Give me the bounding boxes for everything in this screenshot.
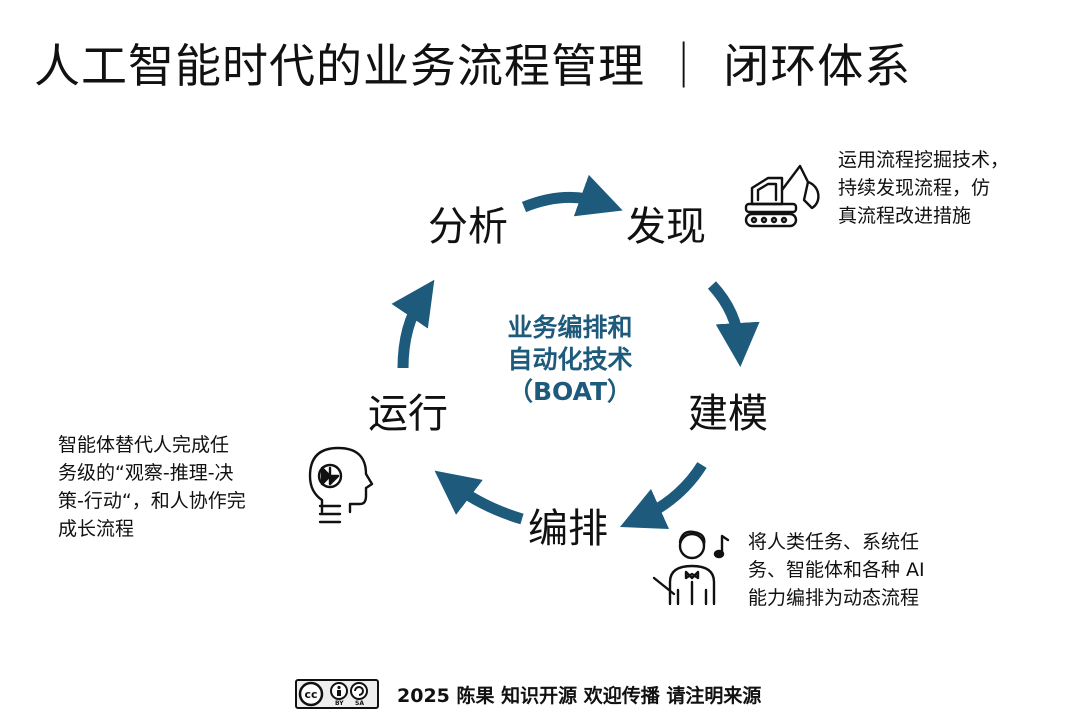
- footer-text: 2025 陈果 知识开源 欢迎传播 请注明来源: [397, 684, 762, 707]
- ai-head-icon: [308, 446, 374, 524]
- arrow-run-to-analyze: [391, 279, 435, 369]
- arrow-model-to-orchestrate: [619, 462, 707, 530]
- orchestrate-description: 将人类任务、系统任 务、智能体和各种 AI 能力编排为动态流程: [748, 531, 925, 609]
- page-title: 人工智能时代的业务流程管理 ｜ 闭环体系: [34, 39, 912, 93]
- center-line-3: （BOAT）: [507, 377, 633, 406]
- center-line-2: 自动化技术: [507, 345, 633, 374]
- node-discover: 发现: [626, 204, 706, 250]
- node-orchestrate: 编排: [528, 506, 608, 552]
- cc-by-label: BY: [335, 700, 344, 707]
- run-description: 智能体替代人完成任 务级的“观察-推理-决 策-行动“，和人协作完 成长流程: [58, 434, 246, 540]
- excavator-icon: [744, 164, 820, 228]
- arrow-orchestrate-to-run: [434, 470, 524, 525]
- node-model: 建模: [688, 391, 768, 437]
- node-analyze: 分析: [428, 204, 508, 250]
- cc-by-sa-icon: cc BY SA: [295, 679, 379, 709]
- cc-sa-label: SA: [355, 700, 364, 707]
- cc-license-symbols: cc: [298, 681, 368, 707]
- conductor-icon: [652, 530, 730, 606]
- center-line-1: 业务编排和: [507, 313, 633, 342]
- svg-text:cc: cc: [304, 688, 317, 701]
- arrow-analyze-to-discover: [521, 174, 623, 217]
- node-run: 运行: [368, 391, 448, 437]
- discover-description: 运用流程挖掘技术， 持续发现流程，仿 真流程改进措施: [838, 149, 1010, 227]
- center-label: 业务编排和 自动化技术 （BOAT）: [472, 312, 668, 408]
- footer: cc BY SA 2025 陈果 知识开源 欢迎传播 请注明来源: [295, 678, 761, 710]
- arrow-discover-to-model: [707, 281, 760, 367]
